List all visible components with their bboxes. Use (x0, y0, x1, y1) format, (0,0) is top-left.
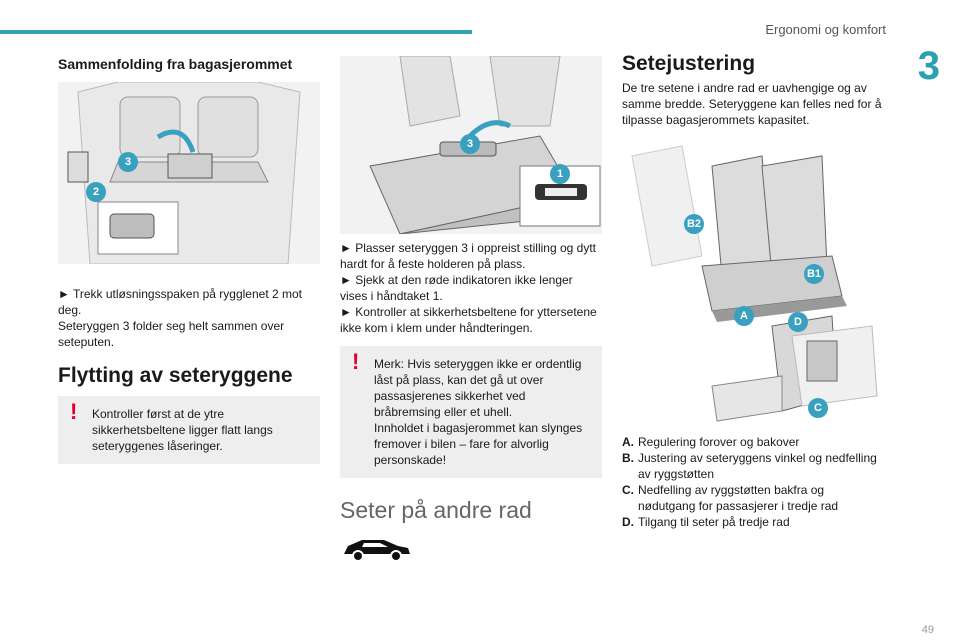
section-heading-folding: Sammenfolding fra bagasjerommet (58, 56, 293, 72)
callout-1: 1 (550, 164, 570, 184)
callout-b1: B1 (804, 264, 824, 284)
header-accent-bar (0, 30, 472, 34)
callout-b2: B2 (684, 214, 704, 234)
illustration-trunk-fold: 2 3 (58, 82, 320, 264)
callout-3: 3 (118, 152, 138, 172)
legend: A. Regulering forover og bakover B. Just… (622, 434, 884, 530)
legend-item: C. Nedfelling av ryggstøtten bakfra og n… (622, 482, 884, 514)
legend-item: B. Justering av seteryggens vinkel og ne… (622, 450, 884, 482)
instruction-bullet-2: ► Sjekk at den røde indikatoren ikke len… (340, 273, 573, 303)
warning-icon: ! (352, 349, 360, 374)
legend-text: Justering av seteryggens vinkel og nedfe… (638, 451, 877, 481)
warning-icon: ! (70, 399, 78, 424)
column-right: Setejustering De tre setene i andre rad … (622, 52, 884, 530)
intro-text: De tre setene i andre rad er uavhengige … (622, 81, 882, 127)
legend-key: B. (622, 451, 634, 465)
chapter-title: Ergonomi og komfort (765, 22, 886, 37)
section-heading-second-row: Seter på andre rad (340, 497, 532, 523)
callout-a: A (734, 306, 754, 326)
callout-c: C (808, 398, 828, 418)
legend-text: Regulering forover og bakover (638, 435, 800, 449)
illustration-seatback: 3 1 (340, 56, 602, 234)
warning-box: ! Kontroller først at de ytre sikkerhets… (58, 396, 320, 464)
legend-item: D. Tilgang til seter på tredje rad (622, 514, 884, 530)
instruction-bullet-3: ► Kontroller at sikkerhetsbeltene for yt… (340, 305, 597, 335)
legend-text: Tilgang til seter på tredje rad (638, 515, 790, 529)
warning-text: Kontroller først at de ytre sikkerhetsbe… (92, 407, 273, 453)
legend-key: D. (622, 515, 634, 529)
legend-item: A. Regulering forover og bakover (622, 434, 884, 450)
section-heading-moving: Flytting av seteryggene (58, 364, 293, 387)
column-left: Sammenfolding fra bagasjerommet 2 3 ► Tr… (58, 56, 320, 464)
illustration-seat-controls: B2 B1 A D C (622, 136, 884, 426)
warning-box: ! Merk: Hvis seteryggen ikke er ordentli… (340, 346, 602, 478)
car-silhouette-icon (344, 540, 410, 562)
legend-text: Nedfelling av ryggstøtten bakfra og nødu… (638, 483, 839, 513)
callout-3: 3 (460, 134, 480, 154)
chapter-number: 3 (917, 44, 940, 88)
instruction-bullet: ► Trekk utløsningsspaken på rygglenet 2 … (58, 287, 302, 317)
warning-line-1: Merk: Hvis seteryggen ikke er ordentlig … (374, 357, 582, 419)
warning-line-2: Innholdet i bagasjerommet kan slynges fr… (374, 421, 583, 467)
instruction-bullet-1: ► Plasser seteryggen 3 i oppreist stilli… (340, 241, 597, 271)
callout-d: D (788, 312, 808, 332)
instruction-text: Seteryggen 3 folder seg helt sammen over… (58, 319, 285, 349)
legend-key: C. (622, 483, 634, 497)
legend-key: A. (622, 435, 634, 449)
section-heading-seat-adjust: Setejustering (622, 52, 756, 75)
callout-2: 2 (86, 182, 106, 202)
column-middle: 3 1 ► Plasser seteryggen 3 i oppreist st… (340, 56, 602, 566)
page-number: 49 (921, 624, 934, 636)
